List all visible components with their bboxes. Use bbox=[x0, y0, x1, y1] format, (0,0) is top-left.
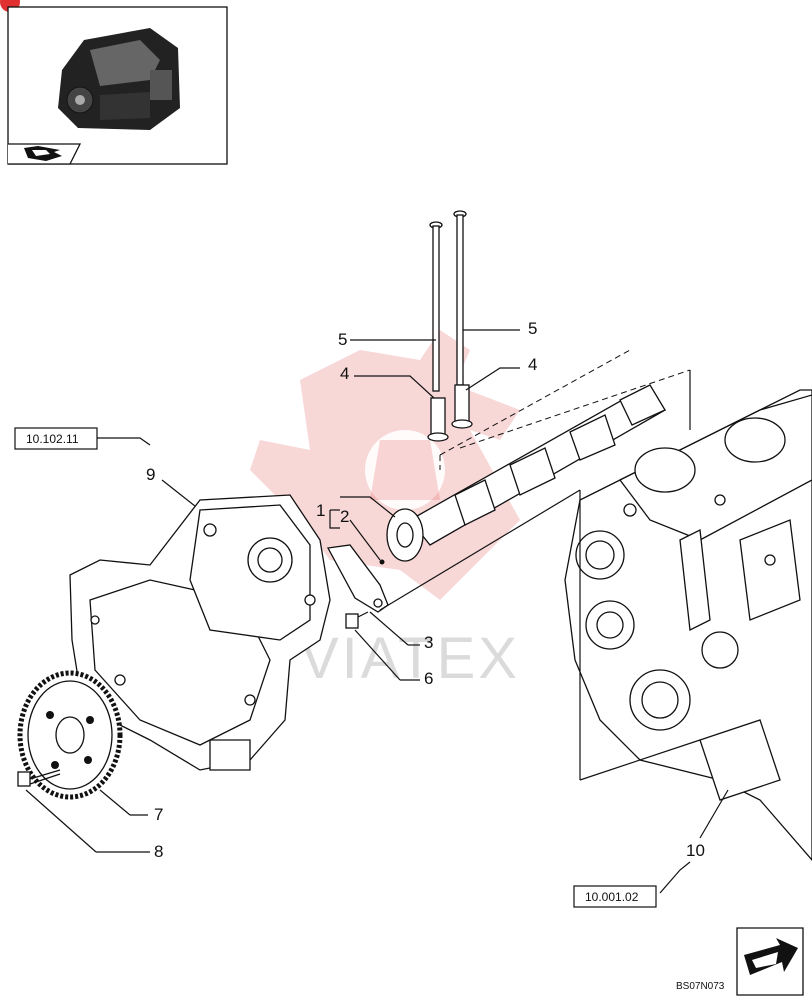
callout-8: 8 bbox=[154, 842, 163, 861]
callout-9: 9 bbox=[146, 465, 155, 484]
callout-6: 6 bbox=[424, 669, 433, 688]
callout-3: 3 bbox=[424, 633, 433, 652]
engine-thumbnail-icon bbox=[58, 28, 180, 130]
camshaft-part bbox=[386, 384, 667, 562]
timing-cover-part bbox=[69, 494, 331, 771]
drawing-code: BS07N073 bbox=[676, 981, 725, 992]
callout-2: 2 bbox=[340, 507, 349, 526]
next-page-arrow-icon bbox=[744, 938, 798, 975]
reference-box-9[interactable]: 10.102.11 bbox=[14, 427, 98, 450]
alignment-lines bbox=[439, 349, 691, 470]
callout-10: 10 bbox=[686, 841, 705, 860]
engine-thumbnail-panel[interactable] bbox=[7, 6, 228, 165]
next-page-button[interactable] bbox=[736, 927, 804, 996]
reference-box-10[interactable]: 10.001.02 bbox=[573, 885, 657, 908]
plate-screw-part bbox=[345, 611, 369, 629]
return-arrow-icon[interactable] bbox=[24, 146, 62, 161]
tappets-part bbox=[427, 384, 473, 442]
gear-bolt-part bbox=[17, 769, 61, 787]
callout-5-right: 5 bbox=[528, 319, 537, 338]
callout-4-left: 4 bbox=[340, 364, 349, 383]
reference-label-9: 10.102.11 bbox=[26, 432, 79, 446]
reference-label-10: 10.001.02 bbox=[585, 890, 639, 904]
engine-block-part bbox=[564, 389, 812, 861]
callout-4-right: 4 bbox=[528, 355, 537, 374]
watermark-text: VIATEX bbox=[300, 626, 520, 691]
idler-gear-part bbox=[17, 670, 123, 800]
callout-5-left: 5 bbox=[338, 330, 347, 349]
callout-7: 7 bbox=[154, 805, 163, 824]
callout-1: 1 bbox=[316, 501, 325, 520]
